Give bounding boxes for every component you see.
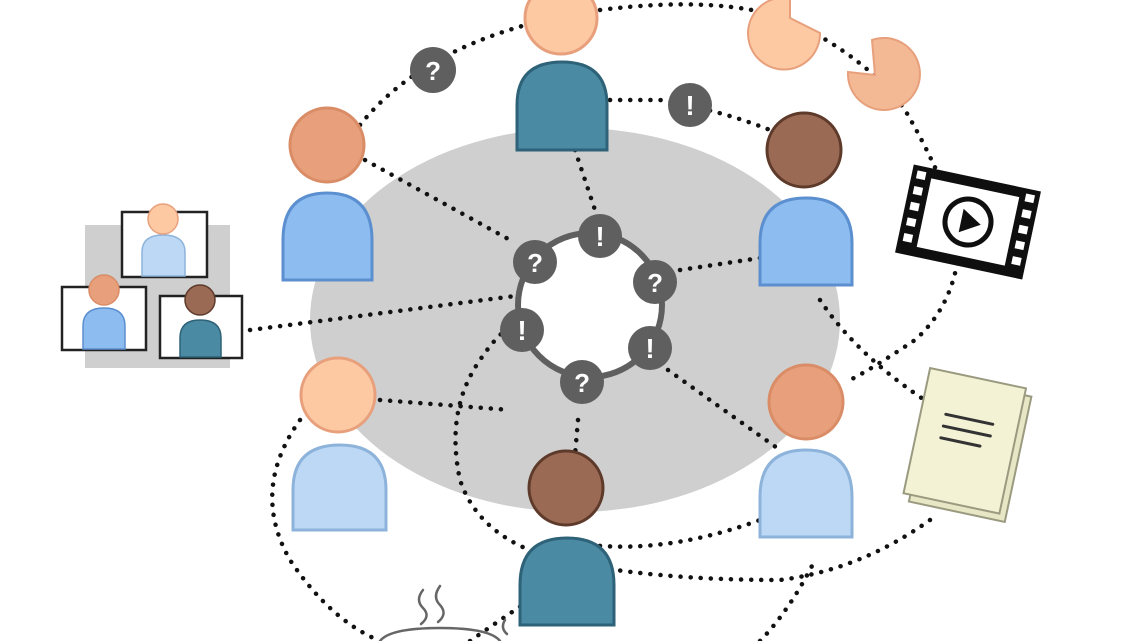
svg-text:!: ! [517, 315, 526, 346]
person-bottom [518, 449, 616, 627]
svg-text:!: ! [685, 90, 694, 121]
person-lower-left [291, 356, 388, 532]
connection-exclamation-badge: ! [668, 83, 712, 127]
svg-text:!: ! [595, 221, 604, 252]
video-call-icon [60, 203, 244, 368]
hub-exclamation-badge: ! [500, 308, 544, 352]
hub-question-badge: ? [560, 360, 604, 404]
svg-text:?: ? [527, 248, 543, 278]
documents-icon [902, 366, 1033, 524]
person-top [515, 0, 609, 152]
svg-text:!: ! [645, 333, 654, 364]
connection-question-badge: ? [410, 47, 456, 93]
svg-text:?: ? [647, 268, 663, 298]
svg-text:?: ? [574, 368, 590, 398]
hub-badges: ! ? ? ! ! ? [500, 214, 677, 404]
person-upper-left [281, 106, 374, 282]
hub-question-badge: ? [513, 240, 557, 284]
hub-exclamation-badge: ! [628, 326, 672, 370]
pacman-icon [747, 0, 921, 111]
film-play-icon [895, 164, 1041, 280]
person-upper-right [758, 111, 854, 287]
hub-question-badge: ? [633, 260, 677, 304]
person-lower-right [758, 363, 854, 539]
hub-exclamation-badge: ! [578, 214, 622, 258]
coffee-cup-icon [378, 584, 509, 641]
svg-text:?: ? [425, 56, 441, 86]
